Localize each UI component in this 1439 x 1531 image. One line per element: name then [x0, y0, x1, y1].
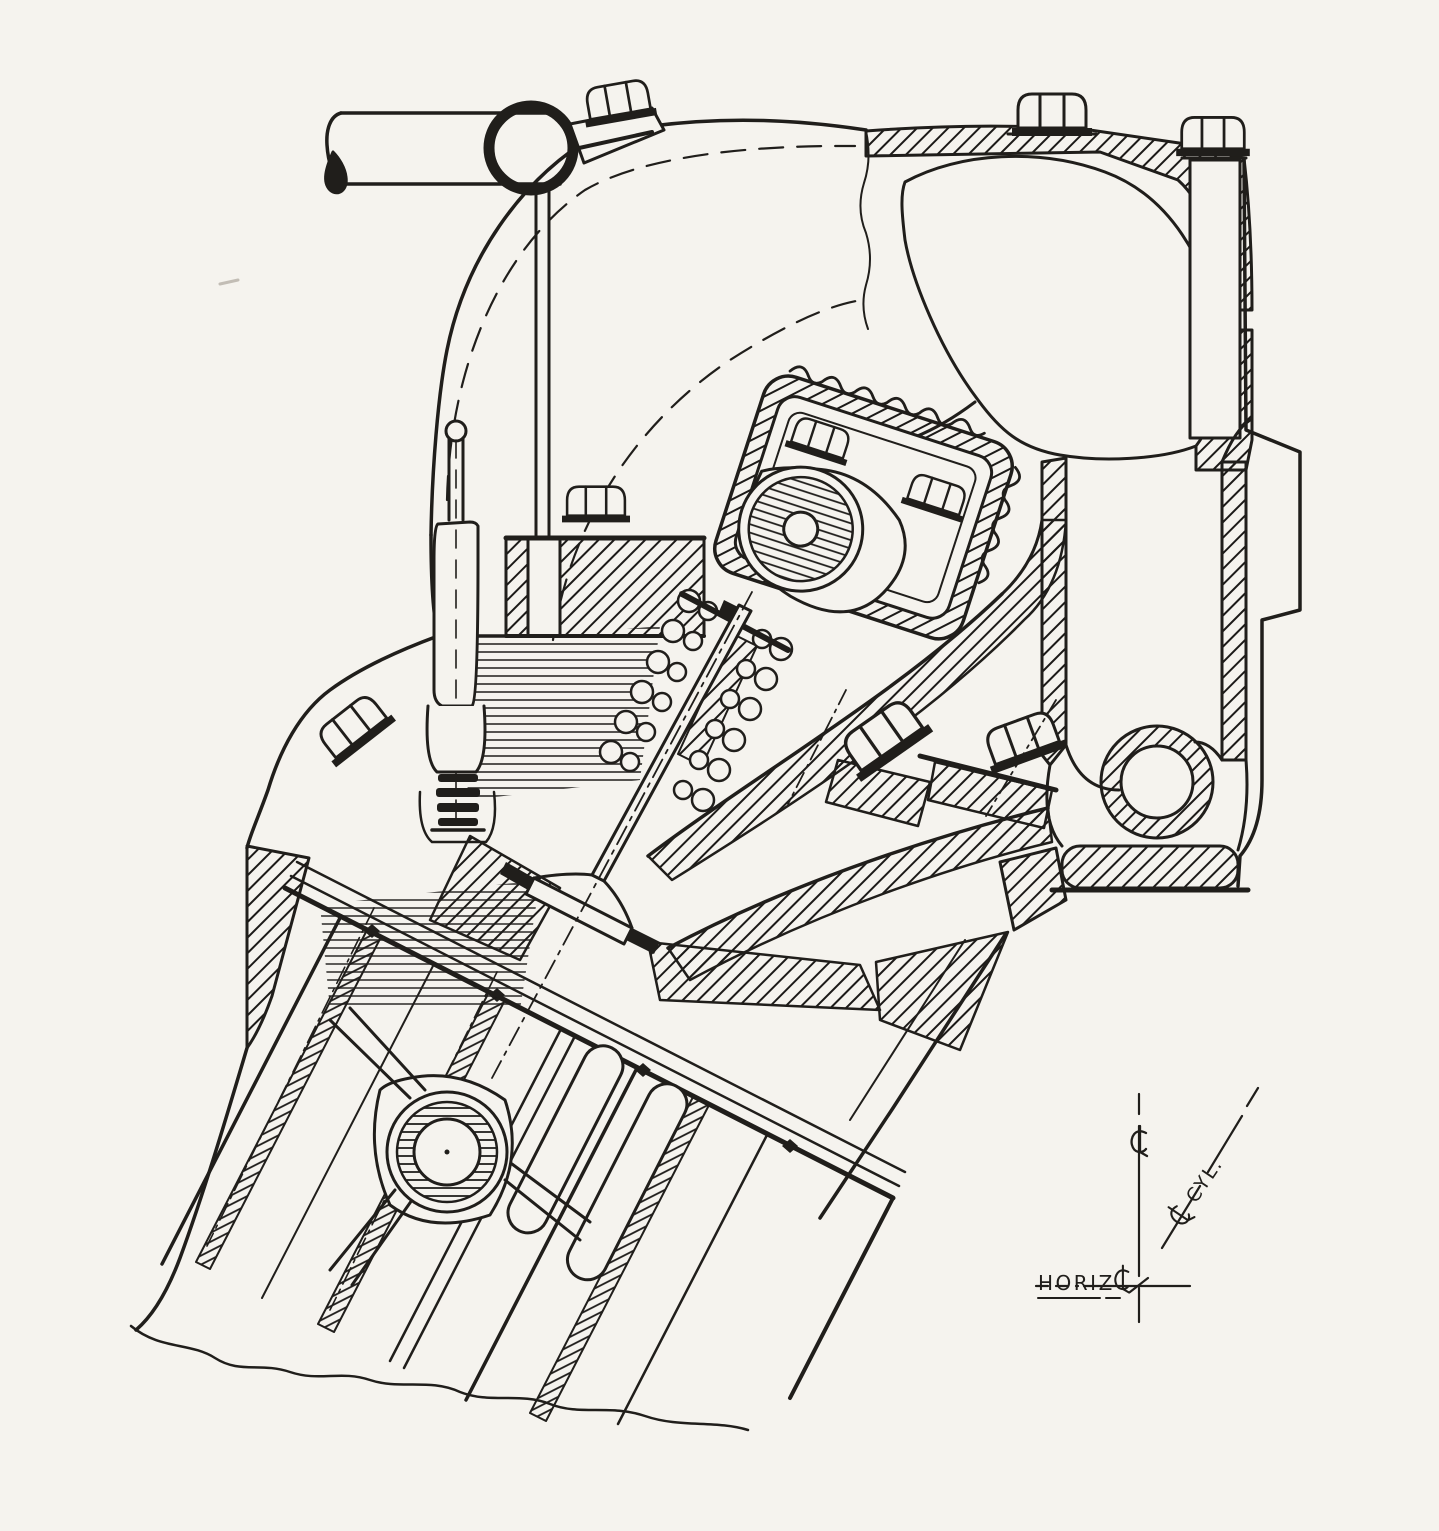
pipe-drip [324, 150, 348, 195]
cylinder-head [245, 518, 1070, 1220]
pushrod-tunnel-2 [565, 1082, 689, 1282]
bracket-rod-slot [526, 536, 562, 638]
manifold-outer-left-curve [429, 134, 596, 537]
bracket-bolt [560, 485, 632, 524]
runner-boss-hole [1119, 744, 1195, 820]
manifold-break-line [859, 130, 871, 330]
pushrod-tunnel-1 [506, 1044, 625, 1235]
rocker-cover-fins-side [977, 466, 1021, 585]
valve-head [524, 876, 634, 946]
plug-shell [425, 704, 487, 774]
stud-centerlines [787, 689, 1057, 817]
barrel-stud-band-3 [529, 1096, 710, 1422]
barrel-right-edge [788, 1196, 895, 1400]
manifold-right-outline [1236, 156, 1302, 888]
valve-seat-left [500, 862, 534, 890]
horiz-label: HORIZ [1038, 1271, 1115, 1295]
cylinder-centerline [1160, 1086, 1260, 1250]
barrel-boss-center [444, 1149, 450, 1155]
manifold-inner-dashed-line [445, 144, 857, 502]
intersection-tick [1128, 1276, 1150, 1294]
head-right-edge [818, 933, 1007, 1220]
rocker-box [713, 365, 1021, 641]
runner-right-wall [1220, 460, 1248, 762]
head-right-boss [998, 846, 1068, 932]
valve-springs [598, 588, 794, 813]
manifold-stud-column [1188, 158, 1242, 440]
plug-terminal-stem [447, 436, 465, 522]
break-line [129, 1324, 750, 1432]
plug-gasket-ribs [436, 774, 480, 826]
rocker-cover-fins-top [788, 365, 986, 437]
barrel-boss-ribs [328, 1006, 592, 1287]
cylinder-barrel [129, 844, 895, 1432]
barrel-left-edge [134, 1046, 249, 1332]
valve-fillets [532, 872, 634, 930]
valve-assembly [491, 588, 794, 1079]
manifold-port-cavity [900, 154, 1222, 461]
chamber-wall-left [428, 834, 562, 962]
clamp-stem-rod [534, 188, 551, 540]
manifold-right-bolt [1174, 116, 1252, 158]
spark-plug [425, 419, 487, 832]
rocker-shaft-bore [782, 510, 820, 548]
manifold-top-bolt [1010, 92, 1094, 138]
valve-seat-right [626, 928, 660, 954]
valve-centerline [491, 591, 753, 1079]
plug-insulator [432, 520, 480, 708]
intake-manifold [429, 92, 1302, 888]
head-nut-boss-left [824, 758, 932, 828]
pipe-clamp [483, 76, 666, 540]
runner-foot-flange [1060, 844, 1240, 890]
plug-boss [418, 790, 497, 844]
paper-smudge [218, 278, 240, 286]
manifold-port-runner [998, 418, 1252, 932]
